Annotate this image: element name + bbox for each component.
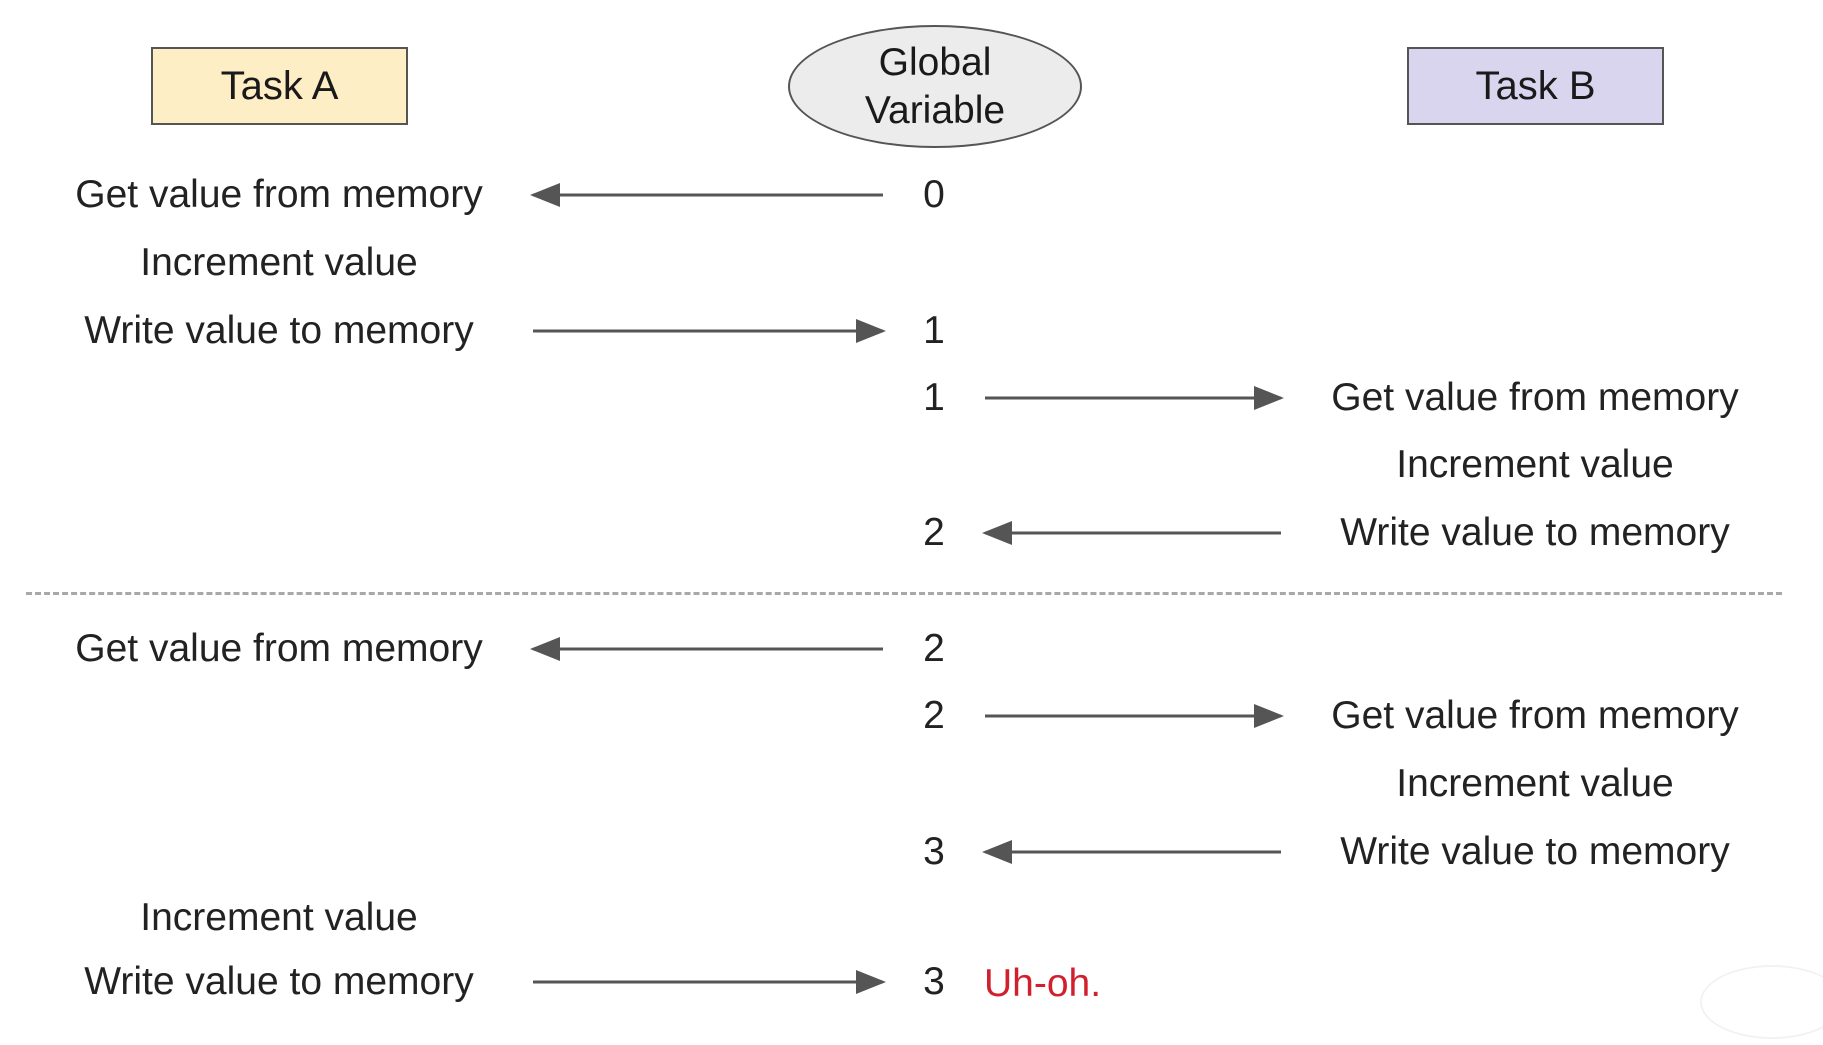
task-b-step: Get value from memory: [1331, 694, 1739, 737]
task-a-label: Task A: [220, 63, 339, 108]
global-value: 1: [923, 309, 945, 352]
global-variable-header: Global Variable: [788, 25, 1082, 148]
global-value: 2: [923, 694, 945, 737]
global-value: 3: [923, 830, 945, 873]
global-value: 2: [923, 511, 945, 554]
task-a-step: Get value from memory: [75, 627, 483, 670]
global-value: 0: [923, 173, 945, 216]
task-b-step: Increment value: [1396, 762, 1674, 805]
task-b-label: Task B: [1475, 63, 1596, 108]
task-b-step: Write value to memory: [1340, 830, 1730, 873]
task-b-header: Task B: [1407, 47, 1664, 125]
task-b-step: Write value to memory: [1340, 511, 1730, 554]
global-variable-line1: Global: [878, 40, 992, 84]
global-variable-line2: Variable: [864, 88, 1006, 132]
task-a-step: Increment value: [140, 241, 418, 284]
task-a-step: Write value to memory: [84, 960, 474, 1003]
task-a-header: Task A: [151, 47, 408, 125]
uh-oh-annotation: Uh-oh.: [984, 962, 1102, 1005]
task-a-step: Increment value: [140, 896, 418, 939]
task-b-step: Get value from memory: [1331, 376, 1739, 419]
task-a-step: Write value to memory: [84, 309, 474, 352]
task-a-step: Get value from memory: [75, 173, 483, 216]
global-value: 1: [923, 376, 945, 419]
global-value: 3: [923, 960, 945, 1003]
task-b-step: Increment value: [1396, 443, 1674, 486]
global-value: 2: [923, 627, 945, 670]
section-divider: [26, 592, 1782, 595]
watermark-logo: [1700, 965, 1823, 1039]
